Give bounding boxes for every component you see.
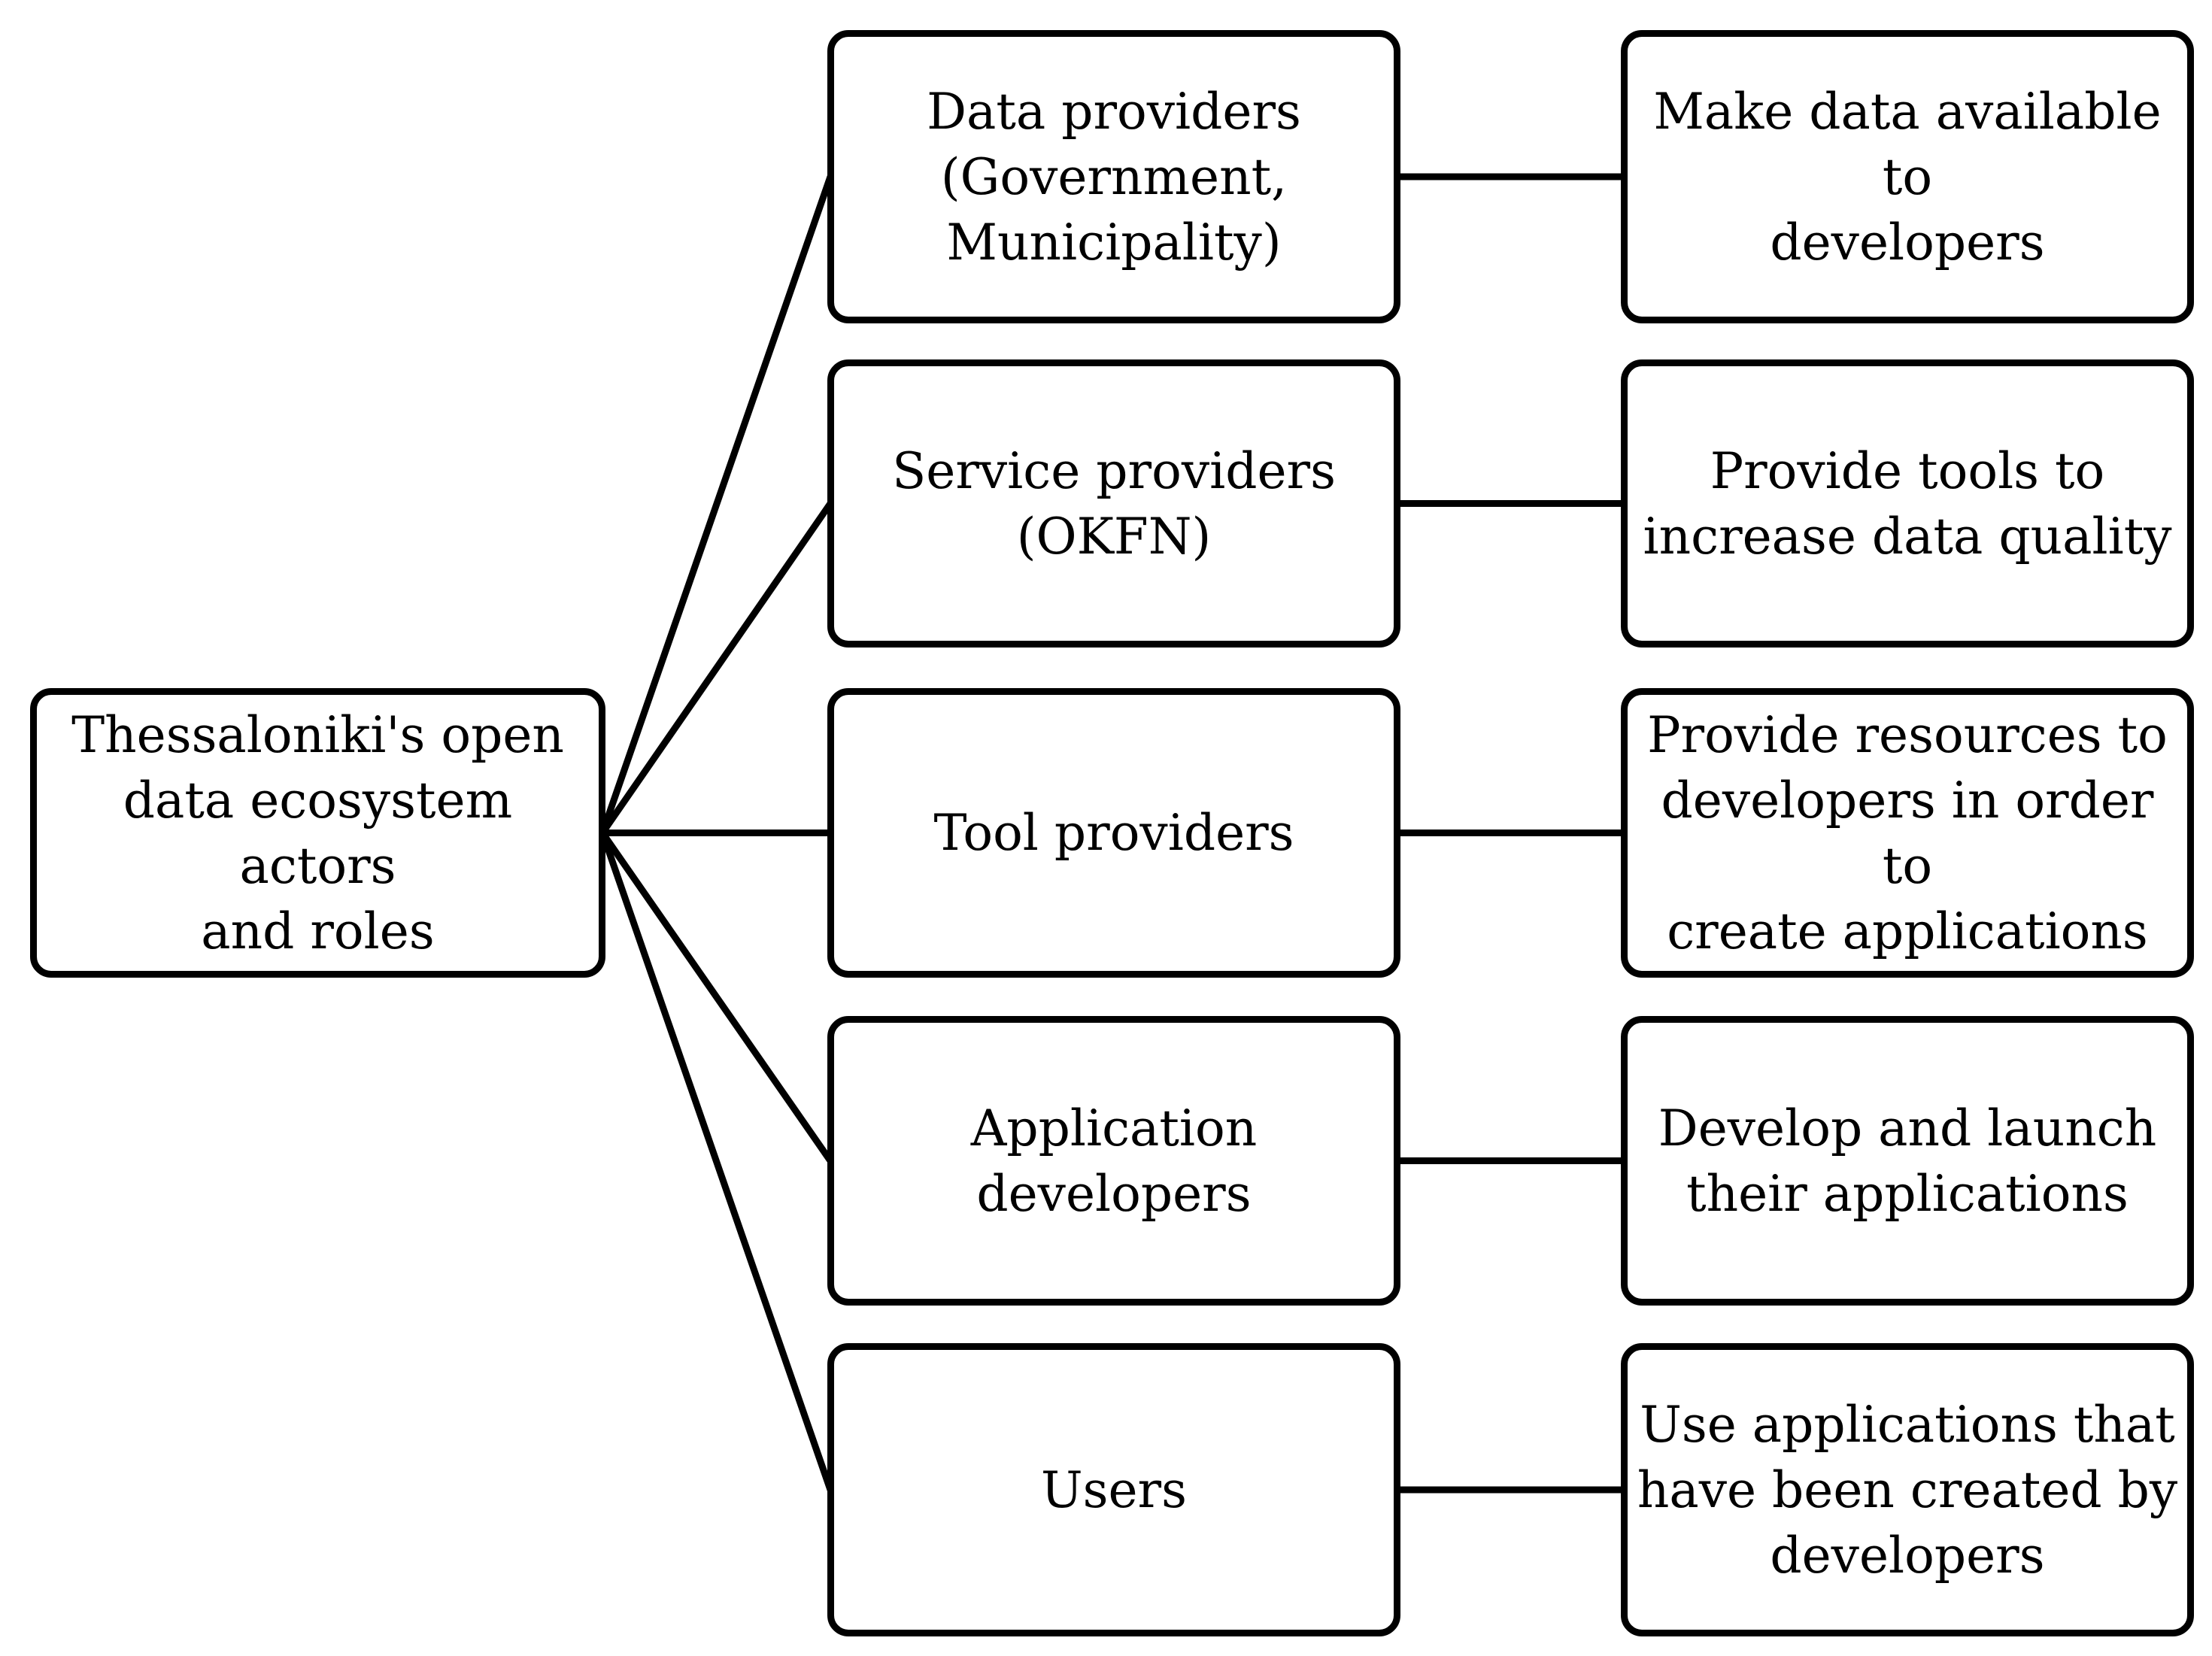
actor-label-line: Users	[1041, 1460, 1187, 1519]
actor-node-tool-providers: Tool providers	[827, 688, 1400, 978]
role-label: Provide tools to increase data quality	[1643, 438, 2171, 569]
actor-label-line: Data providers	[927, 82, 1301, 141]
connector-root-to-actor-3	[599, 830, 834, 1164]
role-label: Develop and launch their applications	[1658, 1096, 2156, 1227]
role-node-make-data-available: Make data available to developers	[1621, 30, 2194, 323]
role-label-line: Make data available to	[1653, 82, 2162, 206]
actor-label-line: Tool providers	[933, 804, 1294, 862]
role-node-provide-tools: Provide tools to increase data quality	[1621, 359, 2194, 648]
actor-node-service-providers: Service providers (OKFN)	[827, 359, 1400, 648]
role-label-line: increase data quality	[1643, 507, 2172, 566]
connector-root-to-actor-1	[599, 500, 834, 836]
actor-label-line: (Government,	[940, 147, 1288, 206]
role-label-line: developers	[1770, 213, 2045, 271]
role-node-develop-and-launch: Develop and launch their applications	[1621, 1016, 2194, 1306]
role-label-line: Use applications that	[1640, 1395, 2175, 1454]
actor-node-users: Users	[827, 1343, 1400, 1636]
root-label-line: and roles	[201, 902, 435, 960]
role-label-line: developers in order to	[1661, 771, 2154, 895]
root-label-line: Thessaloniki's open	[71, 705, 564, 764]
root-label: Thessaloniki's open data ecosystem actor…	[46, 702, 590, 964]
root-node: Thessaloniki's open data ecosystem actor…	[30, 688, 605, 978]
role-label: Provide resources to developers in order…	[1637, 702, 2178, 964]
role-node-use-applications: Use applications that have been created …	[1621, 1343, 2194, 1636]
root-label-line: data ecosystem actors	[123, 771, 513, 895]
actor-node-application-developers: Application developers	[827, 1016, 1400, 1306]
role-label-line: Develop and launch	[1658, 1099, 2157, 1157]
actor-label: Tool providers	[933, 800, 1294, 866]
role-node-provide-resources: Provide resources to developers in order…	[1621, 688, 2194, 978]
actor-label: Data providers (Government, Municipality…	[927, 79, 1301, 275]
role-label-line: developers	[1770, 1526, 2045, 1585]
actor-node-data-providers: Data providers (Government, Municipality…	[827, 30, 1400, 323]
role-label-line: their applications	[1686, 1164, 2129, 1223]
actor-label-line: Application	[970, 1099, 1258, 1157]
connector-root-to-actor-4	[599, 830, 834, 1494]
actor-label-line: (OKFN)	[1016, 507, 1212, 566]
actor-label: Service providers (OKFN)	[892, 438, 1336, 569]
role-label-line: Provide tools to	[1710, 441, 2105, 500]
role-label: Use applications that have been created …	[1637, 1392, 2177, 1588]
actor-label-line: Service providers	[892, 441, 1336, 500]
actor-label-line: developers	[976, 1164, 1252, 1223]
role-label-line: Provide resources to	[1647, 705, 2168, 764]
role-label-line: have been created by	[1637, 1460, 2178, 1519]
role-label: Make data available to developers	[1637, 79, 2178, 275]
actor-label: Application developers	[971, 1096, 1258, 1227]
actor-label: Users	[1041, 1457, 1187, 1523]
actor-label-line: Municipality)	[946, 213, 1282, 271]
role-label-line: create applications	[1667, 902, 2148, 960]
connector-root-to-actor-0	[599, 173, 834, 836]
